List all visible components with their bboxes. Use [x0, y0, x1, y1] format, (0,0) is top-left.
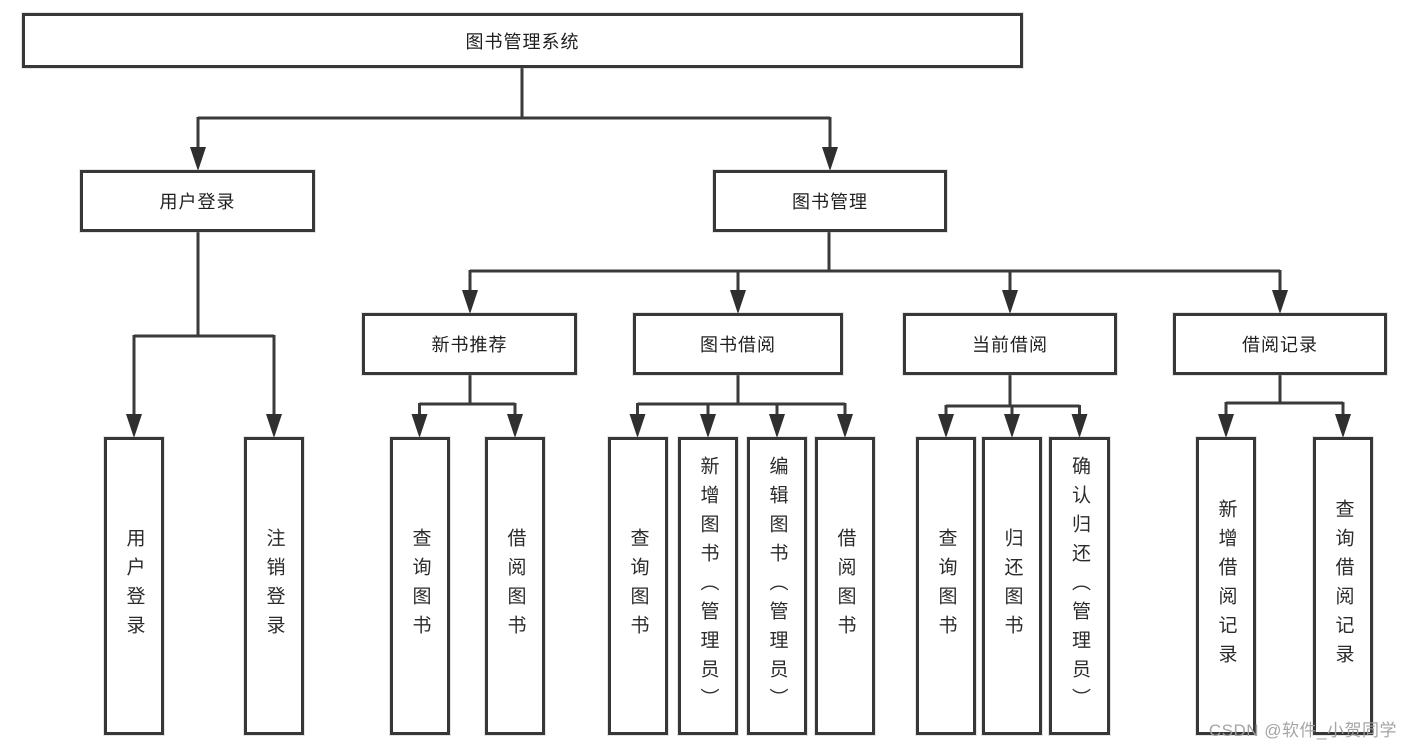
leaf-node-user-login: 用户登录: [104, 437, 164, 735]
leaf-node-add-borrow-record: 新增借阅记录: [1196, 437, 1256, 735]
leaf-node-label: 用户登录: [123, 528, 145, 644]
leaf-node-logout: 注销登录: [244, 437, 304, 735]
leaf-node-label: 新增图书（管理员）: [697, 455, 719, 717]
leaf-node-query-borrow-record: 查询借阅记录: [1313, 437, 1373, 735]
level3-node-label: 图书借阅: [700, 335, 776, 355]
level2-node-book-management: 图书管理: [713, 170, 947, 232]
leaf-node-query-books: 查询图书: [390, 437, 450, 735]
leaf-node-label: 借阅图书: [834, 528, 856, 644]
root-node-label: 图书管理系统: [465, 31, 580, 52]
level3-node-new-book-recommend: 新书推荐: [362, 313, 577, 375]
leaf-node-label: 编辑图书（管理员）: [766, 455, 788, 717]
leaf-node-return-books: 归还图书: [982, 437, 1042, 735]
leaf-node-edit-books-admin: 编辑图书（管理员）: [747, 437, 807, 735]
level2-node-user-login: 用户登录: [80, 170, 315, 232]
leaf-node-label: 查询借阅记录: [1332, 499, 1354, 673]
leaf-node-label: 查询图书: [935, 528, 957, 644]
leaf-node-label: 查询图书: [627, 528, 649, 644]
level3-node-borrow-records: 借阅记录: [1173, 313, 1387, 375]
level3-node-current-borrow: 当前借阅: [903, 313, 1117, 375]
leaf-node-label: 新增借阅记录: [1215, 499, 1237, 673]
leaf-node-label: 归还图书: [1001, 528, 1023, 644]
root-node-library-system: 图书管理系统: [22, 13, 1023, 68]
leaf-node-borrow-books: 借阅图书: [815, 437, 875, 735]
leaf-node-label: 查询图书: [409, 528, 431, 644]
leaf-node-label: 借阅图书: [504, 528, 526, 644]
level3-node-book-borrow: 图书借阅: [633, 313, 843, 375]
leaf-node-label: 注销登录: [263, 528, 285, 644]
leaf-node-add-books-admin: 新增图书（管理员）: [678, 437, 738, 735]
leaf-node-label: 确认归还（管理员）: [1069, 455, 1090, 717]
leaf-node-query-books: 查询图书: [916, 437, 976, 735]
csdn-watermark: CSDN @软件_小贺同学: [1208, 721, 1397, 740]
level3-node-label: 新书推荐: [431, 335, 508, 355]
leaf-node-borrow-books: 借阅图书: [485, 437, 545, 735]
leaf-node-query-books: 查询图书: [608, 437, 668, 735]
level2-node-label: 用户登录: [159, 192, 236, 212]
level2-node-label: 图书管理: [792, 192, 868, 212]
level3-node-label: 借阅记录: [1242, 335, 1318, 355]
level3-node-label: 当前借阅: [972, 335, 1048, 355]
leaf-node-confirm-return-admin: 确认归还（管理员）: [1049, 437, 1110, 735]
